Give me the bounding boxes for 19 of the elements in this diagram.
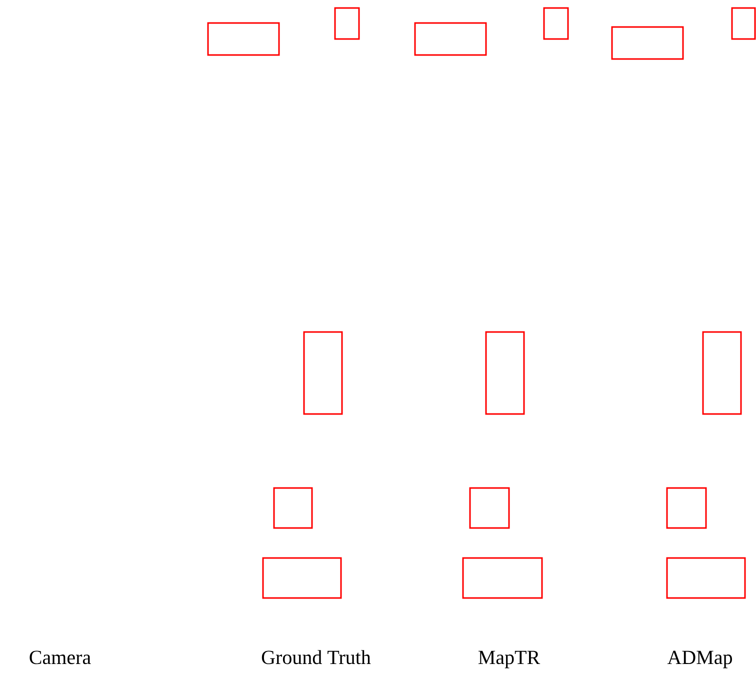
highlight-box — [485, 331, 525, 415]
highlight-box — [334, 7, 360, 40]
column-label: MapTR — [478, 650, 540, 668]
highlight-box — [469, 487, 510, 529]
column-label: Camera — [30, 650, 91, 664]
highlight-box — [611, 26, 684, 60]
highlight-box — [207, 22, 280, 56]
highlight-box — [666, 557, 746, 599]
highlight-box — [462, 557, 543, 599]
column-label: ADMap — [667, 650, 732, 668]
highlight-box — [262, 557, 342, 599]
highlight-box — [273, 487, 313, 529]
highlight-box — [414, 22, 487, 56]
highlight-box — [303, 331, 343, 415]
highlight-box — [543, 7, 569, 40]
column-label: Ground Truth — [262, 650, 371, 664]
highlight-box — [702, 331, 742, 415]
highlight-box — [666, 487, 707, 529]
highlight-box — [731, 7, 756, 40]
